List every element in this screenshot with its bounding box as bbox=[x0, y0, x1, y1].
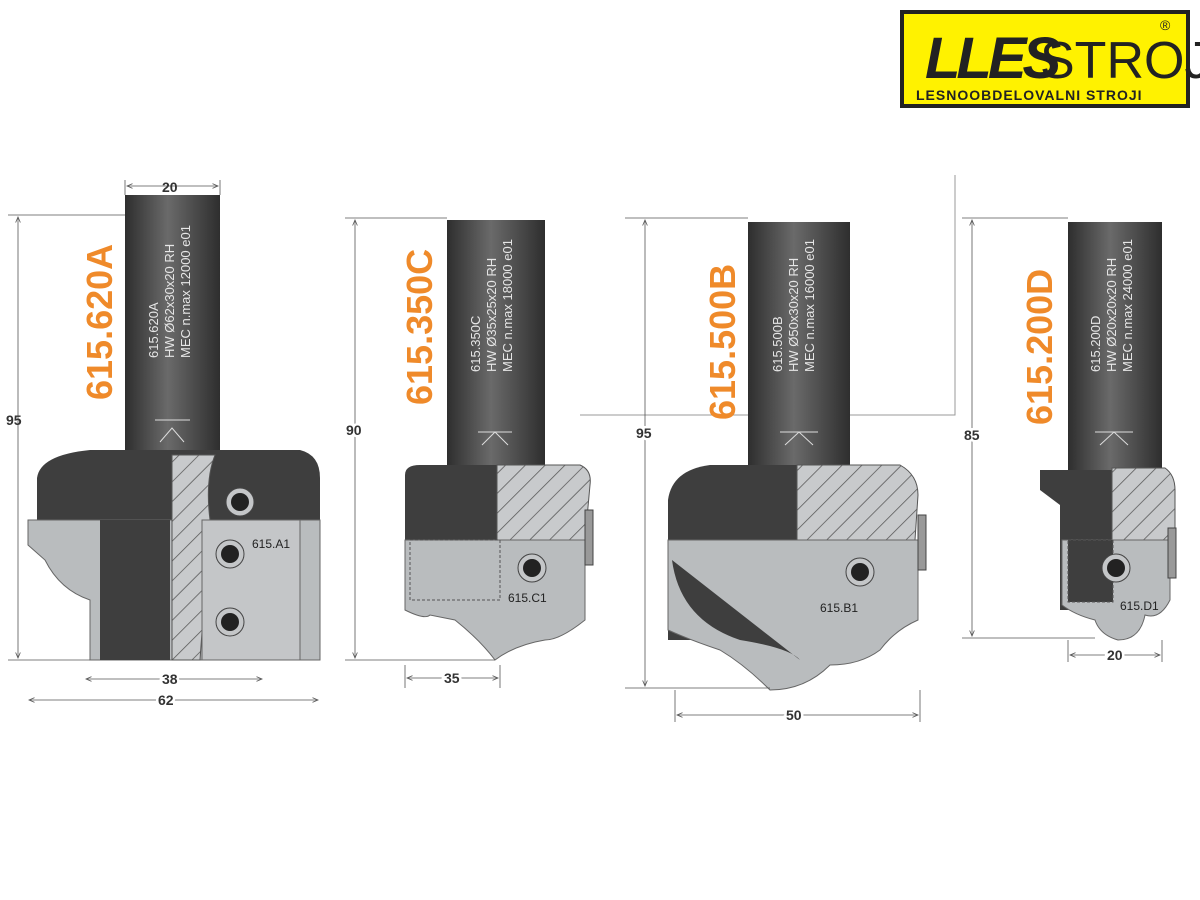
svg-text:STROJ: STROJ bbox=[1040, 32, 1200, 90]
dim-inner: 38 bbox=[162, 671, 178, 687]
tool-code: 615.350C bbox=[399, 249, 440, 405]
shank-text: HW Ø35x25x20 RH bbox=[484, 258, 499, 372]
dim-height: 90 bbox=[346, 422, 362, 438]
dim-width: 20 bbox=[1107, 647, 1123, 663]
shank-text: 615.620A bbox=[146, 302, 161, 358]
tool-code: 615.200D bbox=[1019, 269, 1060, 425]
tool-615-200D: 615.D1 615.200D 615.200D HW Ø20x20x20 RH… bbox=[962, 217, 1177, 666]
shank-text: 615.350C bbox=[468, 316, 483, 372]
shank-text: MEC n.max 18000 e01 bbox=[500, 239, 515, 372]
tool-code: 615.500B bbox=[702, 264, 743, 420]
tool-615-350C: 615.C1 615.350C 615.350C HW Ø35x25x20 RH… bbox=[344, 217, 594, 689]
dim-height: 95 bbox=[636, 425, 652, 441]
dim-width: 35 bbox=[444, 670, 460, 686]
frame-line bbox=[580, 175, 956, 416]
logo-tagline: LESNOOBDELOVALNI STROJI bbox=[916, 87, 1143, 103]
dim-shank: 20 bbox=[162, 179, 178, 195]
insert-label: 615.D1 bbox=[1120, 599, 1159, 613]
insert-label: 615.C1 bbox=[508, 591, 547, 605]
company-logo: LLES STROJ ® LESNOOBDELOVALNI STROJI bbox=[900, 10, 1200, 108]
shank-text: MEC n.max 16000 e01 bbox=[802, 239, 817, 372]
shank-text: HW Ø20x20x20 RH bbox=[1104, 258, 1119, 372]
dim-height: 85 bbox=[964, 427, 980, 443]
insert-label: 615.B1 bbox=[820, 601, 858, 615]
tool-615-500B: 615.B1 615.500B 615.500B HW Ø50x30x20 RH… bbox=[625, 217, 927, 726]
shank-text: MEC n.max 12000 e01 bbox=[178, 225, 193, 358]
tool-615-620A: 615.A1 615.620A 615.620A HW Ø62x30x20 RH… bbox=[6, 179, 321, 711]
dim-height: 95 bbox=[6, 412, 22, 428]
shank-text: HW Ø62x30x20 RH bbox=[162, 244, 177, 358]
dim-width: 50 bbox=[786, 707, 802, 723]
svg-text:LLES: LLES bbox=[925, 26, 1062, 91]
tool-code: 615.620A bbox=[79, 244, 120, 400]
svg-text:®: ® bbox=[1160, 17, 1171, 33]
shank-text: 615.200D bbox=[1088, 316, 1103, 372]
shank-text: MEC n.max 24000 e01 bbox=[1120, 239, 1135, 372]
shank-text: HW Ø50x30x20 RH bbox=[786, 258, 801, 372]
dim-outer: 62 bbox=[158, 692, 174, 708]
insert-label: 615.A1 bbox=[252, 537, 290, 551]
shank-text: 615.500B bbox=[770, 316, 785, 372]
